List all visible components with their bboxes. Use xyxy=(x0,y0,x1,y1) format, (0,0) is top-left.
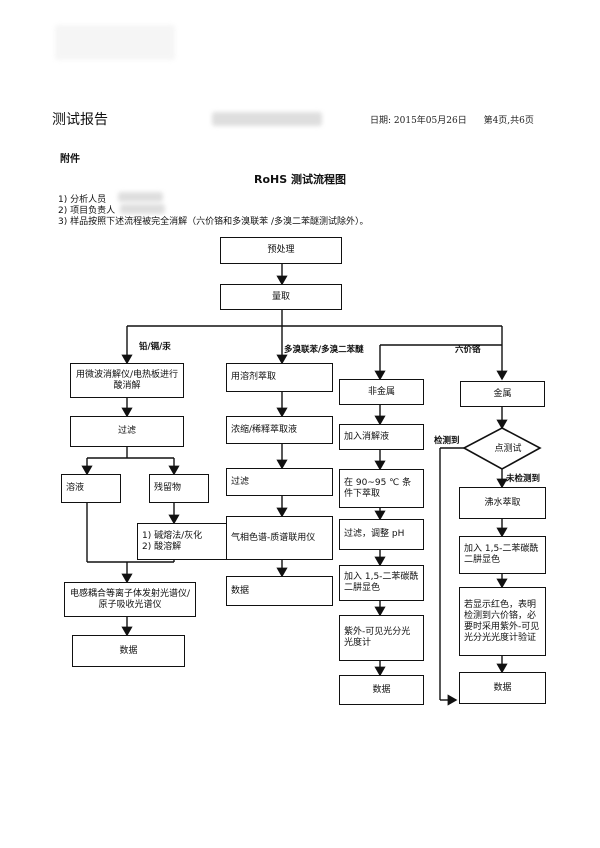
box-filter-1: 过滤 xyxy=(70,416,184,447)
box-microwave: 用微波消解仪/电热板进行酸消解 xyxy=(70,363,184,398)
box-uvvis: 紫外-可见光分光光度计 xyxy=(339,615,424,661)
redacted-report-id xyxy=(212,112,322,126)
spot-test-diamond xyxy=(462,427,542,470)
box-nonmetal: 非金属 xyxy=(339,379,424,405)
redacted-analyst xyxy=(118,192,163,202)
box-filter-2: 过滤 xyxy=(226,468,333,496)
box-gcms: 气相色谱-质谱联用仪 xyxy=(226,516,333,560)
box-extract-90-95: 在 90~95 ℃ 条件下萃取 xyxy=(339,469,424,508)
box-metal: 金属 xyxy=(460,381,545,407)
box-data-2: 数据 xyxy=(226,576,333,606)
box-solvent-extract: 用溶剂萃取 xyxy=(226,363,333,392)
box-boil-extract: 沸水萃取 xyxy=(459,487,546,519)
spot-test-label: 点测试 xyxy=(494,444,522,454)
label-not-detected: 未检测到 xyxy=(506,474,541,484)
box-weigh: 量取 xyxy=(220,284,342,310)
header-meta: 日期: 2015年05月26日 第4页,共6页 xyxy=(370,113,548,126)
box-icp: 电感耦合等离子体发射光谱仪/原子吸收光谱仪 xyxy=(64,582,196,617)
box-data-1: 数据 xyxy=(72,635,185,667)
box-red-note: 若显示红色，表明检测到六价铬，必要时采用紫外-可见光分光光度计验证 xyxy=(459,587,546,656)
label-heavy-metals: 铅/镉/汞 xyxy=(139,342,171,352)
note-manager: 2) 项目负责人 xyxy=(58,206,116,216)
report-title: 测试报告 xyxy=(52,112,108,128)
flowchart-title: RoHS 测试流程图 xyxy=(254,173,346,186)
box-concentrate: 浓缩/稀释萃取液 xyxy=(226,416,333,444)
label-cr6: 六价铬 xyxy=(455,345,481,355)
box-add-digest: 加入消解液 xyxy=(339,424,424,450)
label-detected: 检测到 xyxy=(434,436,460,446)
box-solution: 溶液 xyxy=(61,474,121,503)
page-number: 第4页,共6页 xyxy=(483,116,534,126)
appendix-label: 附件 xyxy=(60,154,80,165)
box-add-dpc-1: 加入 1,5-二苯碳酰二肼显色 xyxy=(339,565,424,601)
note-analyst: 1) 分析人员 xyxy=(58,195,107,205)
box-alkali-fusion: 1) 碱熔法/灰化 2) 酸溶解 xyxy=(137,523,230,560)
label-pbb-pbde: 多溴联苯/多溴二苯醚 xyxy=(284,345,364,355)
redacted-manager xyxy=(120,204,165,214)
box-pretreat: 预处理 xyxy=(220,237,342,264)
box-data-3: 数据 xyxy=(339,675,424,705)
box-data-4: 数据 xyxy=(459,672,546,704)
box-filter-ph: 过滤，调整 pH xyxy=(339,519,424,550)
note-digestion: 3) 样品按照下述流程被完全消解（六价铬和多溴联苯 /多溴二苯醚测试除外）。 xyxy=(58,217,369,227)
box-add-dpc-2: 加入 1,5-二苯碳酰二肼显色 xyxy=(459,536,546,574)
box-residue: 残留物 xyxy=(149,474,209,503)
redacted-logo xyxy=(55,25,175,60)
report-date: 日期: 2015年05月26日 xyxy=(370,116,467,126)
